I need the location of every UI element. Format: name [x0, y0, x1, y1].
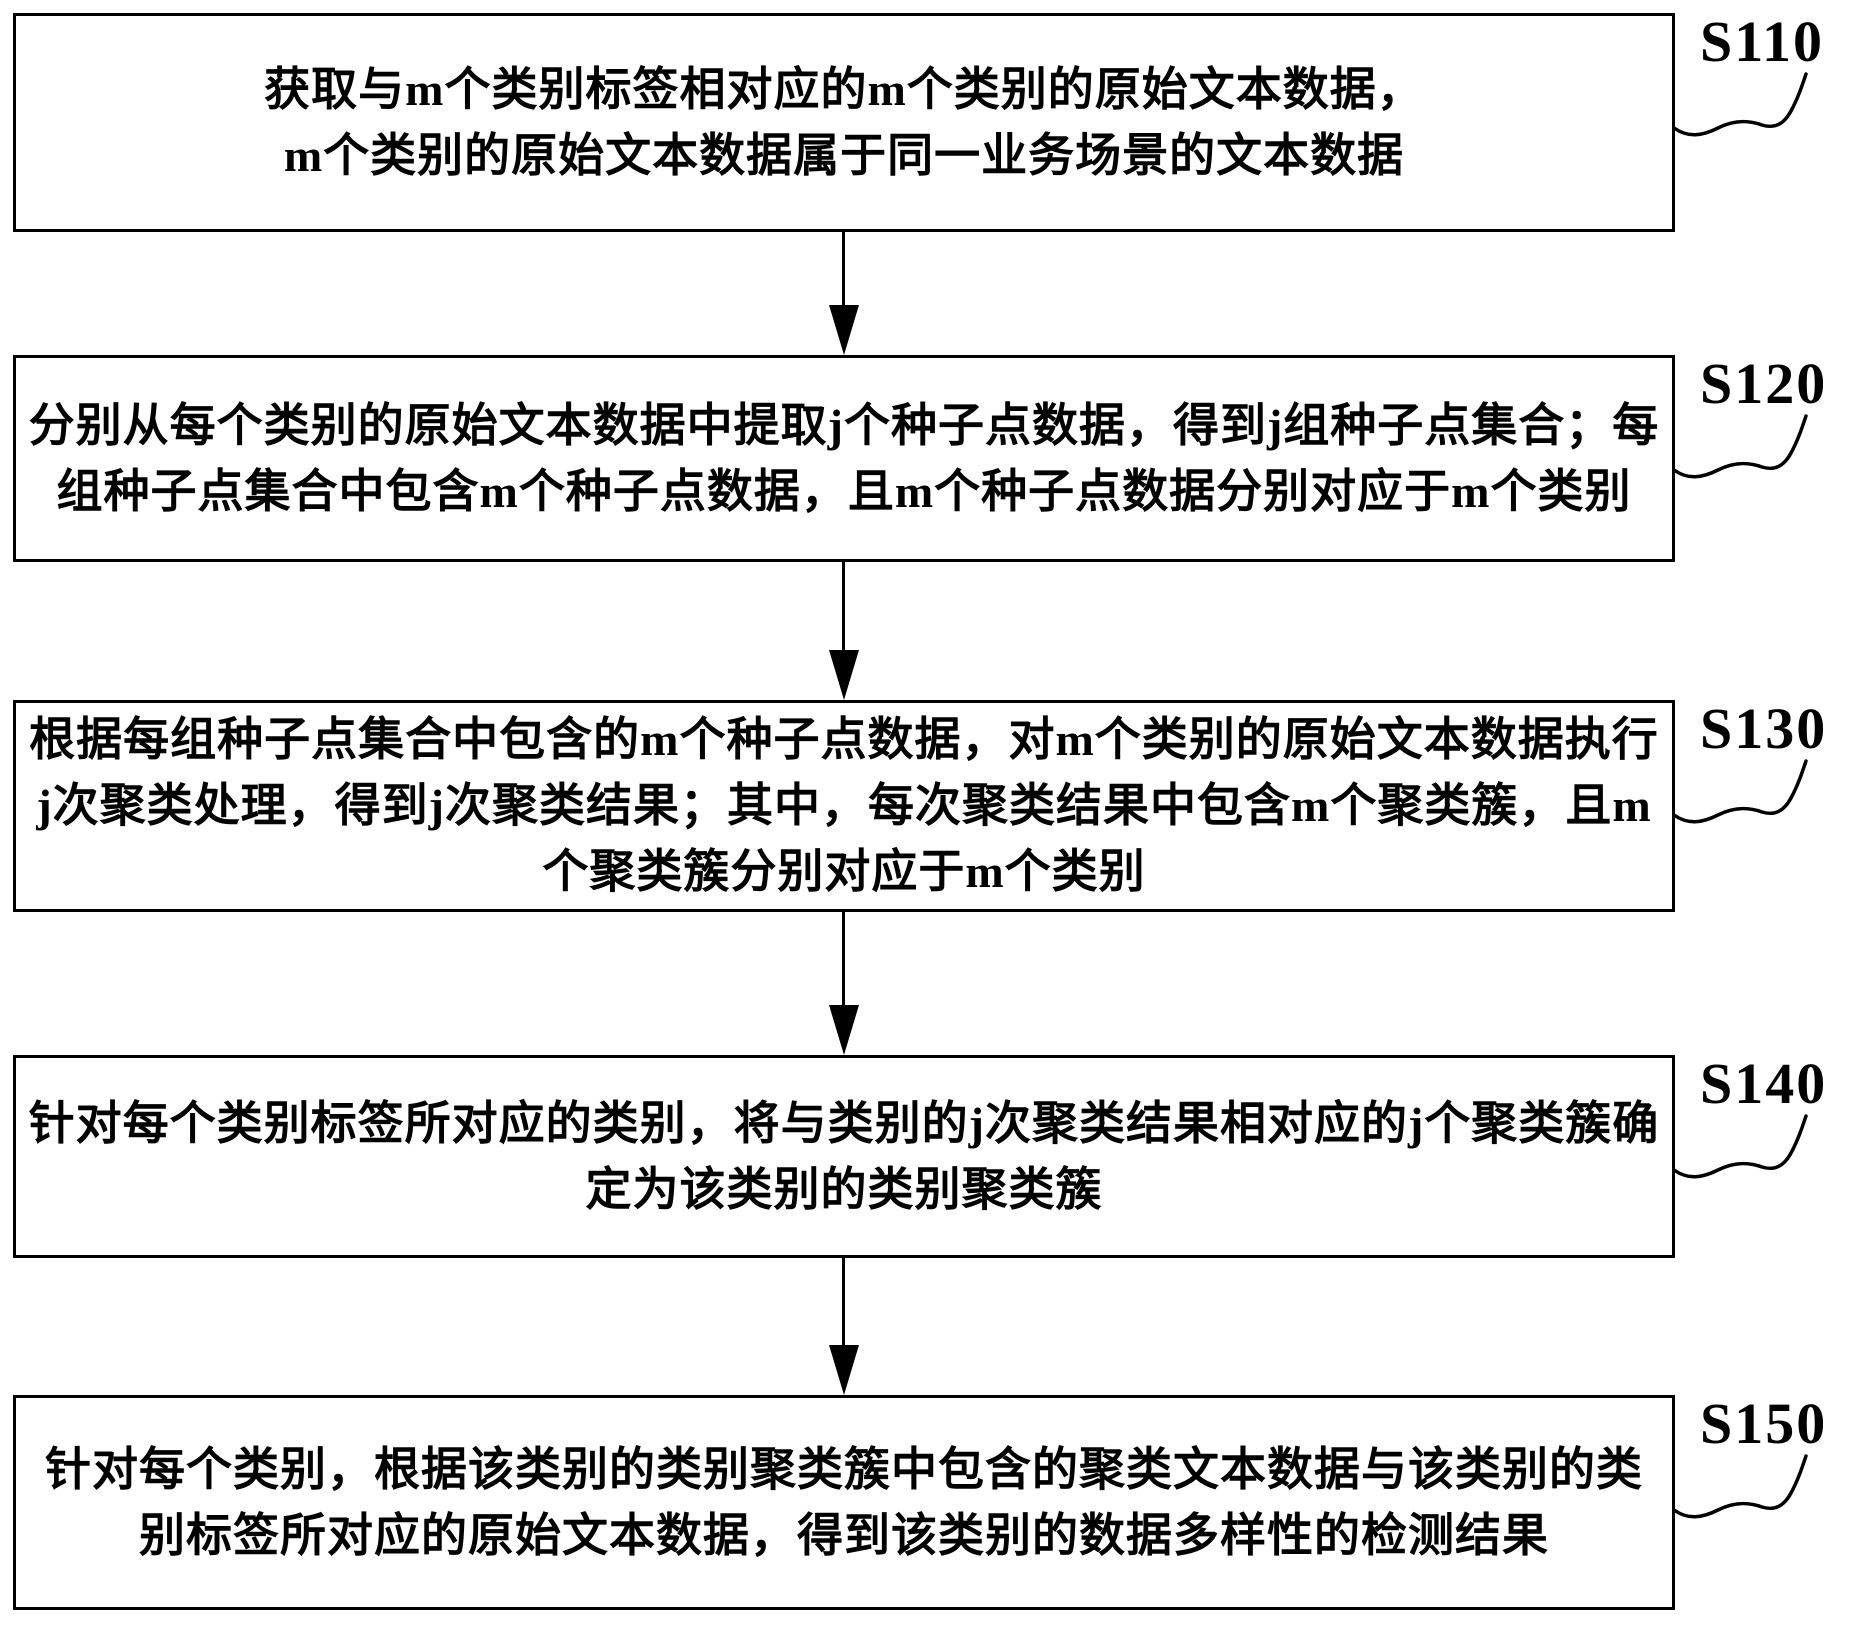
step-label-s150: S150 [1700, 1391, 1828, 1456]
step-text-line: 个聚类簇分别对应于m个类别 [542, 846, 1146, 897]
squiggle-connector-icon [1672, 72, 1808, 137]
step-label-s140: S140 [1700, 1051, 1828, 1116]
squiggle-connector-icon [1672, 1114, 1808, 1179]
flow-arrow-head-icon [829, 1005, 859, 1055]
step-text-line: 定为该类别的类别聚类簇 [585, 1163, 1103, 1215]
step-text-line: 针对每个类别标签所对应的类别，将与类别的j次聚类结果相对应的j个聚类簇确 [28, 1097, 1660, 1149]
squiggle-connector-icon [1672, 414, 1808, 479]
flow-arrow-stem [842, 562, 845, 652]
step-text-line: 针对每个类别，根据该类别的类别聚类簇中包含的聚类文本数据与该类别的类 [45, 1443, 1643, 1495]
squiggle-connector-icon [1672, 759, 1808, 824]
flow-arrow-head-icon [829, 1345, 859, 1395]
step-box-s130: 根据每组种子点集合中包含的m个种子点数据，对m个类别的原始文本数据执行 j次聚类… [13, 700, 1675, 912]
step-box-s120: 分别从每个类别的原始文本数据中提取j个种子点数据，得到j组种子点集合；每 组种子… [13, 355, 1675, 562]
step-text-line: m个类别的原始文本数据属于同一业务场景的文本数据 [283, 129, 1405, 181]
flow-arrow-stem [842, 232, 845, 307]
squiggle-connector-icon [1672, 1454, 1808, 1519]
flow-arrow-stem [842, 1258, 845, 1347]
step-label-s130: S130 [1700, 696, 1828, 761]
step-text-line: 获取与m个类别标签相对应的m个类别的原始文本数据， [264, 63, 1424, 115]
step-box-s110: 获取与m个类别标签相对应的m个类别的原始文本数据， m个类别的原始文本数据属于同… [13, 13, 1675, 232]
step-box-s150: 针对每个类别，根据该类别的类别聚类簇中包含的聚类文本数据与该类别的类 别标签所对… [13, 1395, 1675, 1610]
step-text-line: 根据每组种子点集合中包含的m个种子点数据，对m个类别的原始文本数据执行 [29, 714, 1659, 765]
step-text-line: j次聚类处理，得到j次聚类结果；其中，每次聚类结果中包含m个聚类簇，且m [36, 780, 1652, 831]
step-text-line: 组种子点集合中包含m个种子点数据，且m个种子点数据分别对应于m个类别 [56, 465, 1632, 517]
step-text-line: 分别从每个类别的原始文本数据中提取j个种子点数据，得到j组种子点集合；每 [28, 399, 1660, 451]
flow-arrow-head-icon [829, 650, 859, 700]
step-text-line: 别标签所对应的原始文本数据，得到该类别的数据多样性的检测结果 [139, 1509, 1549, 1561]
step-label-s110: S110 [1700, 9, 1825, 74]
step-label-s120: S120 [1700, 351, 1828, 416]
flow-arrow-stem [842, 912, 845, 1007]
flow-arrow-head-icon [829, 305, 859, 355]
step-box-s140: 针对每个类别标签所对应的类别，将与类别的j次聚类结果相对应的j个聚类簇确 定为该… [13, 1055, 1675, 1258]
